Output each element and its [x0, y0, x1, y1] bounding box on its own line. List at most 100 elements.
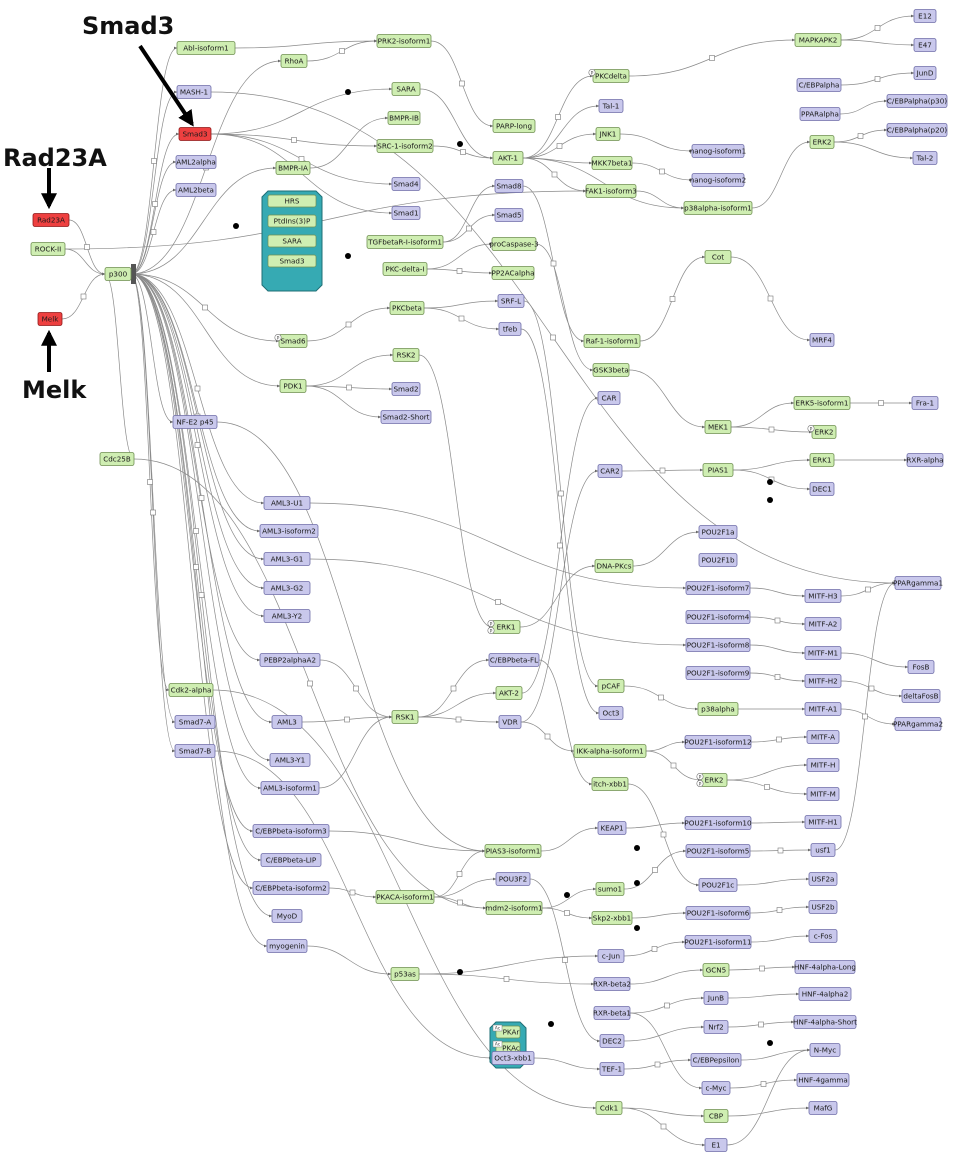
node-cot[interactable]: Cot: [704, 250, 732, 264]
node-cebpa30[interactable]: C/EBPalpha(p30): [886, 94, 948, 108]
node-rock2[interactable]: ROCK-II: [30, 242, 66, 256]
node-p38alpha[interactable]: p38alpha: [697, 702, 739, 716]
node-pparg2[interactable]: PPARgamma2: [893, 717, 943, 731]
node-aml3y2[interactable]: AML3-Y2: [263, 609, 311, 623]
node-nrf2[interactable]: Nrf2: [703, 1020, 729, 1034]
node-melk[interactable]: Melk: [37, 312, 63, 326]
node-cebpb3[interactable]: C/EBPbeta-isoform3: [252, 824, 330, 838]
node-mkk7[interactable]: MKK7beta1: [592, 156, 633, 170]
node-cebpa[interactable]: C/EBPalpha: [796, 78, 842, 92]
node-smad7b[interactable]: Smad7-B: [174, 744, 216, 758]
node-smad4[interactable]: Smad4: [391, 177, 421, 191]
node-smad5[interactable]: Smad5: [494, 208, 524, 222]
node-pias3[interactable]: PIAS3-isoform1: [484, 844, 542, 858]
node-srfl[interactable]: SRF-L: [497, 294, 525, 308]
node-erk1_right[interactable]: ERK1: [809, 453, 835, 467]
node-rad23a[interactable]: Rad23A: [32, 213, 70, 227]
node-prk2[interactable]: PRK2-isoform1: [376, 34, 432, 48]
node-dnapkcs[interactable]: DNA-PKcs: [594, 559, 634, 573]
node-tal2[interactable]: Tal-2: [912, 151, 938, 165]
node-pebp2[interactable]: PEBP2alphaA2: [259, 653, 321, 667]
node-tef1[interactable]: TEF-1: [599, 1062, 625, 1076]
node-mrf4[interactable]: MRF4: [809, 333, 835, 347]
node-smad8[interactable]: Smad8: [494, 179, 524, 193]
node-car2[interactable]: CAR2: [597, 464, 623, 478]
node-jund[interactable]: JunD: [913, 66, 937, 80]
node-aml3iso1[interactable]: AML3-isoform1: [260, 781, 320, 795]
node-oct3[interactable]: Oct3: [598, 706, 624, 720]
node-jnk1[interactable]: JNK1: [595, 127, 621, 141]
node-pou2f1i12[interactable]: POU2F1-isoform12: [684, 735, 752, 749]
node-rsk2[interactable]: RSK2: [392, 348, 420, 362]
node-mdm2[interactable]: mdm2-isoform1: [485, 901, 543, 915]
node-aml3u1[interactable]: AML3-U1: [263, 496, 311, 510]
node-cjun[interactable]: c-Jun: [597, 949, 625, 963]
node-procasp3[interactable]: proCaspase-3: [489, 237, 539, 251]
node-pkaca[interactable]: PKACA-isoform1: [375, 890, 435, 904]
node-pdk1[interactable]: PDK1: [279, 379, 307, 393]
node-mapkapk2[interactable]: MAPKAPK2: [794, 33, 842, 47]
node-mitfh[interactable]: MITF-H: [806, 758, 840, 772]
node-pou2f1a[interactable]: POU2F1a: [698, 525, 738, 539]
node-sumo1[interactable]: sumo1: [595, 882, 625, 896]
node-aml3[interactable]: AML3: [271, 715, 303, 729]
node-pou2f1i8[interactable]: POU2F1-isoform8: [685, 638, 751, 652]
node-vdr[interactable]: VDR: [498, 715, 522, 729]
node-nanog2[interactable]: nanog-isoform2: [690, 173, 747, 187]
node-p38a1[interactable]: p38alpha-isoform1: [683, 201, 753, 215]
node-erk2_right[interactable]: ERK2: [809, 135, 835, 149]
node-mitfa1[interactable]: MITF-A1: [804, 702, 842, 716]
node-aml3g1[interactable]: AML3-G1: [263, 552, 311, 566]
node-ikka[interactable]: IKK-alpha-isoform1: [573, 744, 647, 758]
node-hnf4ashort[interactable]: HNF-4alpha-Short: [793, 1015, 857, 1029]
node-cmyc[interactable]: c-Myc: [701, 1081, 731, 1095]
node-src1[interactable]: SRC-1-isoform2: [376, 139, 434, 153]
node-car[interactable]: CAR: [597, 391, 621, 405]
node-mitfh1[interactable]: MITF-H1: [804, 815, 842, 829]
node-aml3g2[interactable]: AML3-G2: [263, 581, 311, 595]
node-parp[interactable]: PARP-long: [492, 119, 536, 133]
node-tal1[interactable]: Tal-1: [598, 99, 624, 113]
node-myod[interactable]: MyoD: [271, 909, 303, 923]
node-nfe2[interactable]: NF-E2 p45: [172, 415, 218, 429]
node-myogenin[interactable]: myogenin: [266, 939, 308, 953]
node-pou2f1b[interactable]: POU2F1b: [698, 553, 738, 567]
node-tfeb[interactable]: tfeb: [498, 322, 522, 336]
node-cebpa20[interactable]: C/EBPalpha(p20): [886, 123, 948, 137]
node-raf1[interactable]: Raf-1-isoform1: [583, 334, 641, 348]
node-pias1[interactable]: PIAS1: [702, 463, 734, 477]
node-mitfm1[interactable]: MITF-M1: [804, 646, 842, 660]
node-keap1[interactable]: KEAP1: [597, 821, 627, 835]
node-cbp[interactable]: CBP: [703, 1109, 729, 1123]
node-rxra[interactable]: RXR-alpha: [906, 453, 944, 467]
node-pkcd1[interactable]: PKC-delta-I: [382, 262, 428, 276]
node-nmyc[interactable]: N-Myc: [809, 1043, 841, 1057]
node-p53as[interactable]: p53as: [390, 967, 420, 981]
node-cdk2a[interactable]: Cdk2-alpha: [168, 683, 214, 697]
node-pou2f1i11[interactable]: POU2F1-isoform11: [684, 935, 752, 949]
node-smad3[interactable]: Smad3: [178, 127, 212, 141]
node-rhoa[interactable]: RhoA: [280, 54, 308, 68]
node-smad2[interactable]: Smad2: [391, 382, 421, 396]
node-dec2[interactable]: DEC2: [599, 1034, 625, 1048]
node-usf1[interactable]: usf1: [810, 843, 836, 857]
node-akt2[interactable]: AKT-2: [495, 686, 523, 700]
node-aml2beta[interactable]: AML2beta: [175, 183, 217, 197]
node-cebpb2[interactable]: C/EBPbeta-isoform2: [252, 881, 330, 895]
node-pou2f1i5[interactable]: POU2F1-isoform5: [685, 844, 751, 858]
node-pkcbeta[interactable]: PKCbeta: [389, 301, 425, 315]
node-smad1[interactable]: Smad1: [391, 206, 421, 220]
node-junb[interactable]: JunB: [703, 991, 729, 1005]
node-e12[interactable]: E12: [913, 9, 937, 23]
node-p300[interactable]: p300: [104, 267, 132, 281]
node-rsk1[interactable]: RSK1: [391, 710, 419, 724]
node-pparg1[interactable]: PPARgamma1: [893, 576, 943, 590]
node-akt1[interactable]: AKT-1: [492, 151, 524, 165]
node-pou3f2[interactable]: POU3F2: [495, 872, 531, 886]
node-hnf4along[interactable]: HNF-4alpha-Long: [794, 960, 856, 974]
